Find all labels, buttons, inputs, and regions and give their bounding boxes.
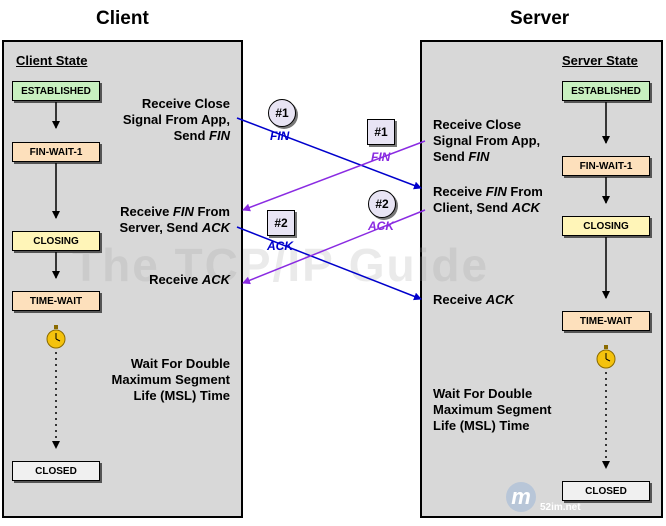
server-label-close: Receive Close Signal From App, Send FIN	[433, 117, 559, 165]
server-title: Server	[510, 8, 570, 29]
client-label-wait: Wait For Double Maximum Segment Life (MS…	[92, 356, 230, 404]
client-wait-line-3: Life (MSL) Time	[133, 388, 230, 403]
client-close-line-1: Receive Close	[141, 96, 230, 111]
logo-mark: m	[506, 482, 536, 512]
server-panel	[420, 40, 663, 518]
server-ack-seq-badge: #2	[368, 190, 396, 218]
server-label-wait: Wait For Double Maximum Segment Life (MS…	[433, 386, 569, 434]
client-fin-seq-badge: #1	[268, 99, 296, 127]
server-wait-line-2: Maximum Segment	[433, 402, 552, 417]
server-label-fin: Receive FIN From Client, Send ACK	[433, 184, 561, 216]
server-state-fin-wait-1: FIN-WAIT-1	[562, 156, 650, 176]
client-state-header: Client State	[16, 53, 88, 68]
server-state-established: ESTABLISHED	[562, 81, 650, 101]
server-fin-line-2: Client, Send ACK	[433, 200, 540, 215]
client-close-line-3: Send FIN	[173, 128, 230, 143]
server-timer-icon	[596, 345, 616, 369]
client-state-closed: CLOSED	[12, 461, 100, 481]
client-ack-line: Receive ACK	[149, 272, 230, 287]
server-ack-arrow	[242, 209, 426, 285]
client-label-close: Receive Close Signal From App, Send FIN	[104, 96, 230, 144]
client-ack-label: ACK	[267, 239, 293, 253]
server-close-line-3: Send FIN	[433, 149, 490, 164]
client-fin-line-2: Server, Send ACK	[119, 220, 230, 235]
client-ack-seq-badge: #2	[267, 210, 295, 236]
server-fin-arrow	[242, 140, 426, 212]
server-close-line-1: Receive Close	[433, 117, 522, 132]
server-state-header: Server State	[562, 53, 638, 68]
server-fin-line-1: Receive FIN From	[433, 184, 543, 199]
server-fin-label: FIN	[371, 150, 391, 164]
client-state-closing: CLOSING	[12, 231, 100, 251]
logo-text: 52im.net	[540, 502, 581, 513]
server-label-ack: Receive ACK	[433, 292, 553, 308]
server-close-line-2: Signal From App,	[433, 133, 541, 148]
client-wait-line-2: Maximum Segment	[111, 372, 230, 387]
site-logo: m 52im.net	[506, 480, 656, 520]
server-state-closing: CLOSING	[562, 216, 650, 236]
client-title: Client	[96, 8, 149, 29]
server-state-time-wait: TIME-WAIT	[562, 311, 650, 331]
client-label-fin: Receive FIN From Server, Send ACK	[96, 204, 230, 236]
client-label-ack: Receive ACK	[100, 272, 230, 288]
client-fin-arrow	[236, 117, 422, 190]
server-wait-line-1: Wait For Double	[433, 386, 533, 401]
client-ack-arrow	[236, 226, 422, 301]
client-timer-icon	[46, 325, 66, 349]
client-state-time-wait: TIME-WAIT	[12, 291, 100, 311]
client-panel	[2, 40, 243, 518]
client-fin-line-1: Receive FIN From	[120, 204, 230, 219]
client-wait-line-1: Wait For Double	[130, 356, 230, 371]
server-state-closed: CLOSED	[562, 481, 650, 501]
client-state-fin-wait-1: FIN-WAIT-1	[12, 142, 100, 162]
watermark: The TCP/IP Guide	[72, 239, 490, 291]
server-wait-line-3: Life (MSL) Time	[433, 418, 530, 433]
server-ack-line: Receive ACK	[433, 292, 514, 307]
client-state-established: ESTABLISHED	[12, 81, 100, 101]
client-close-line-2: Signal From App,	[122, 112, 230, 127]
server-fin-seq-badge: #1	[367, 119, 395, 145]
